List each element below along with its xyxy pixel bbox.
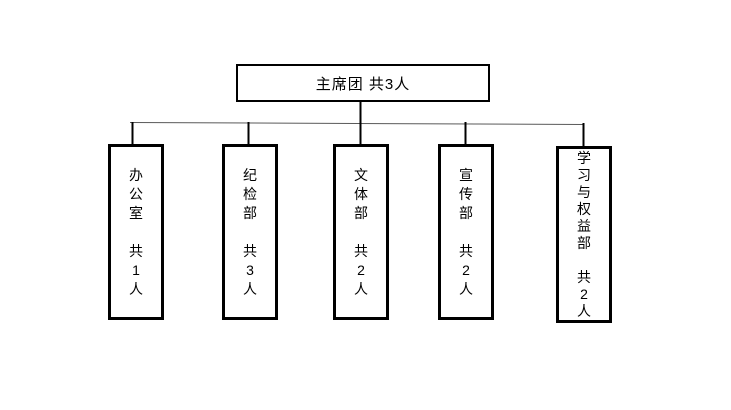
org-node-culture-sports: 文 体 部 共 2 人 <box>333 144 389 320</box>
org-node-study-rights: 学 习 与 权 益 部 共 2 人 <box>556 146 612 323</box>
org-node-office: 办 公 室 共 1 人 <box>108 144 164 320</box>
org-node-publicity-label: 宣 传 部 共 2 人 <box>459 166 473 297</box>
org-node-presidium: 主席团 共3人 <box>236 64 490 102</box>
org-node-culture-sports-label: 文 体 部 共 2 人 <box>354 166 368 297</box>
org-node-publicity: 宣 传 部 共 2 人 <box>438 144 494 320</box>
org-node-office-label: 办 公 室 共 1 人 <box>129 166 143 297</box>
org-node-discipline-inspection: 纪 检 部 共 3 人 <box>222 144 278 320</box>
org-node-discipline-inspection-label: 纪 检 部 共 3 人 <box>243 166 257 297</box>
connector-rail <box>129 122 584 125</box>
org-node-presidium-label: 主席团 共3人 <box>315 75 411 93</box>
org-node-study-rights-label: 学 习 与 权 益 部 共 2 人 <box>577 149 591 319</box>
